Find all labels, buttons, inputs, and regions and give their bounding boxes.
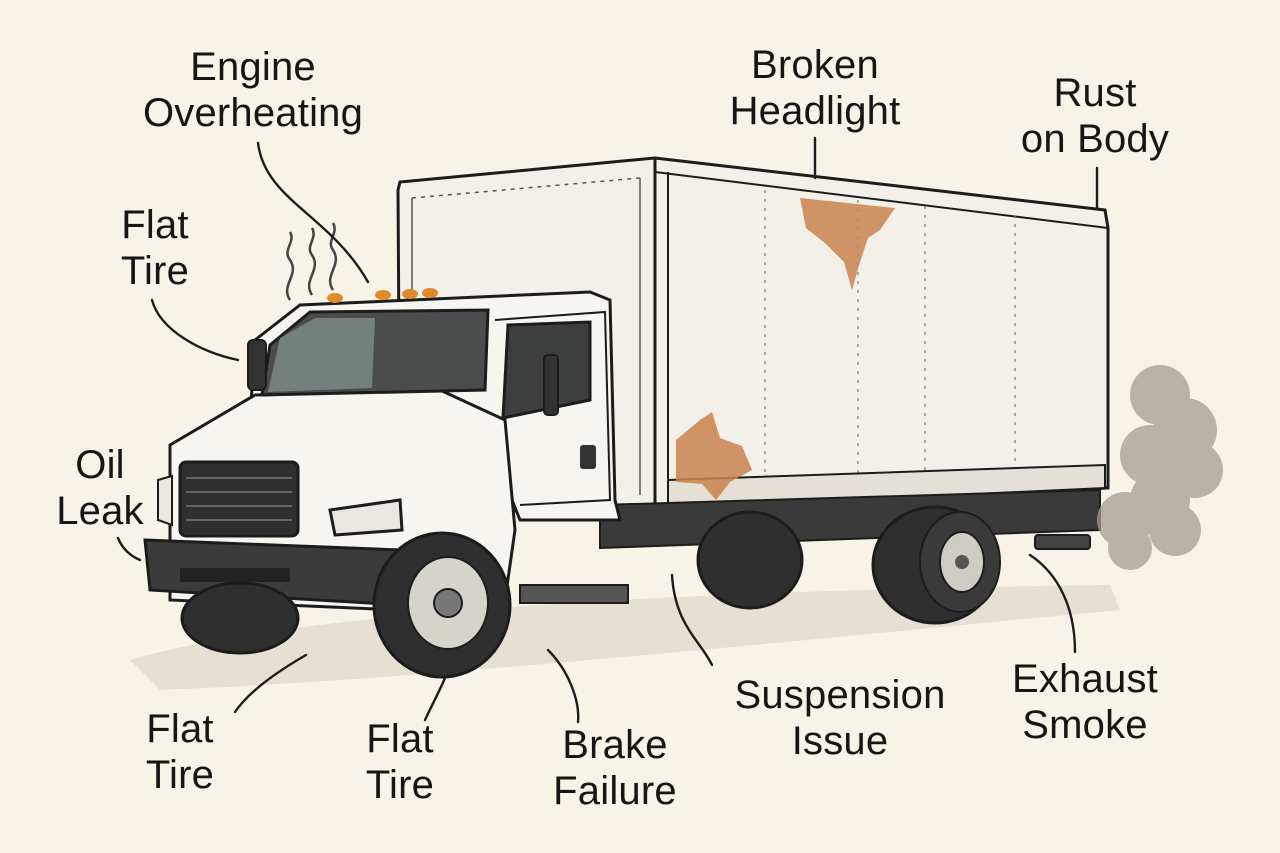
grille — [178, 460, 300, 538]
exhaust-pipe — [1034, 534, 1091, 550]
smoke-cloud — [1097, 365, 1223, 570]
headlight — [328, 498, 404, 537]
rust-patch-bottom — [676, 412, 752, 500]
rust-patch-top — [800, 198, 895, 290]
label-flat-tire-upper: Flat Tire — [120, 203, 190, 293]
truck-cab — [143, 288, 622, 612]
marker-lights — [327, 288, 438, 303]
heat-waves — [285, 222, 338, 301]
leader-suspension — [670, 573, 714, 667]
label-rust-on-body: Rust on Body — [1020, 71, 1170, 161]
ground-shadow — [130, 585, 1120, 690]
label-brake-failure: Brake Failure — [553, 723, 677, 813]
leader-exhaust — [1028, 553, 1077, 654]
leader-flat-tire-left — [233, 653, 308, 714]
side-mirror — [543, 354, 559, 416]
label-flat-tire-lower-left: Flat Tire — [145, 707, 215, 797]
leader-oil-leak — [116, 536, 142, 562]
front-wheels — [180, 531, 512, 679]
leader-flat-tire-mid — [423, 676, 447, 722]
label-broken-headlight: Broken Headlight — [729, 43, 901, 133]
label-oil-leak: Oil Leak — [56, 443, 144, 533]
label-engine-overheating: Engine Overheating — [142, 45, 364, 135]
leader-flat-tire-upper — [150, 298, 240, 362]
rear-wheels — [696, 505, 1001, 625]
label-flat-tire-lower-mid: Flat Tire — [365, 717, 435, 807]
leader-engine — [256, 141, 370, 284]
label-exhaust-smoke: Exhaust Smoke — [1012, 657, 1158, 747]
leader-lines — [116, 136, 1099, 724]
leader-brake — [546, 648, 580, 724]
label-suspension-issue: Suspension Issue — [734, 673, 946, 763]
step — [519, 584, 629, 604]
